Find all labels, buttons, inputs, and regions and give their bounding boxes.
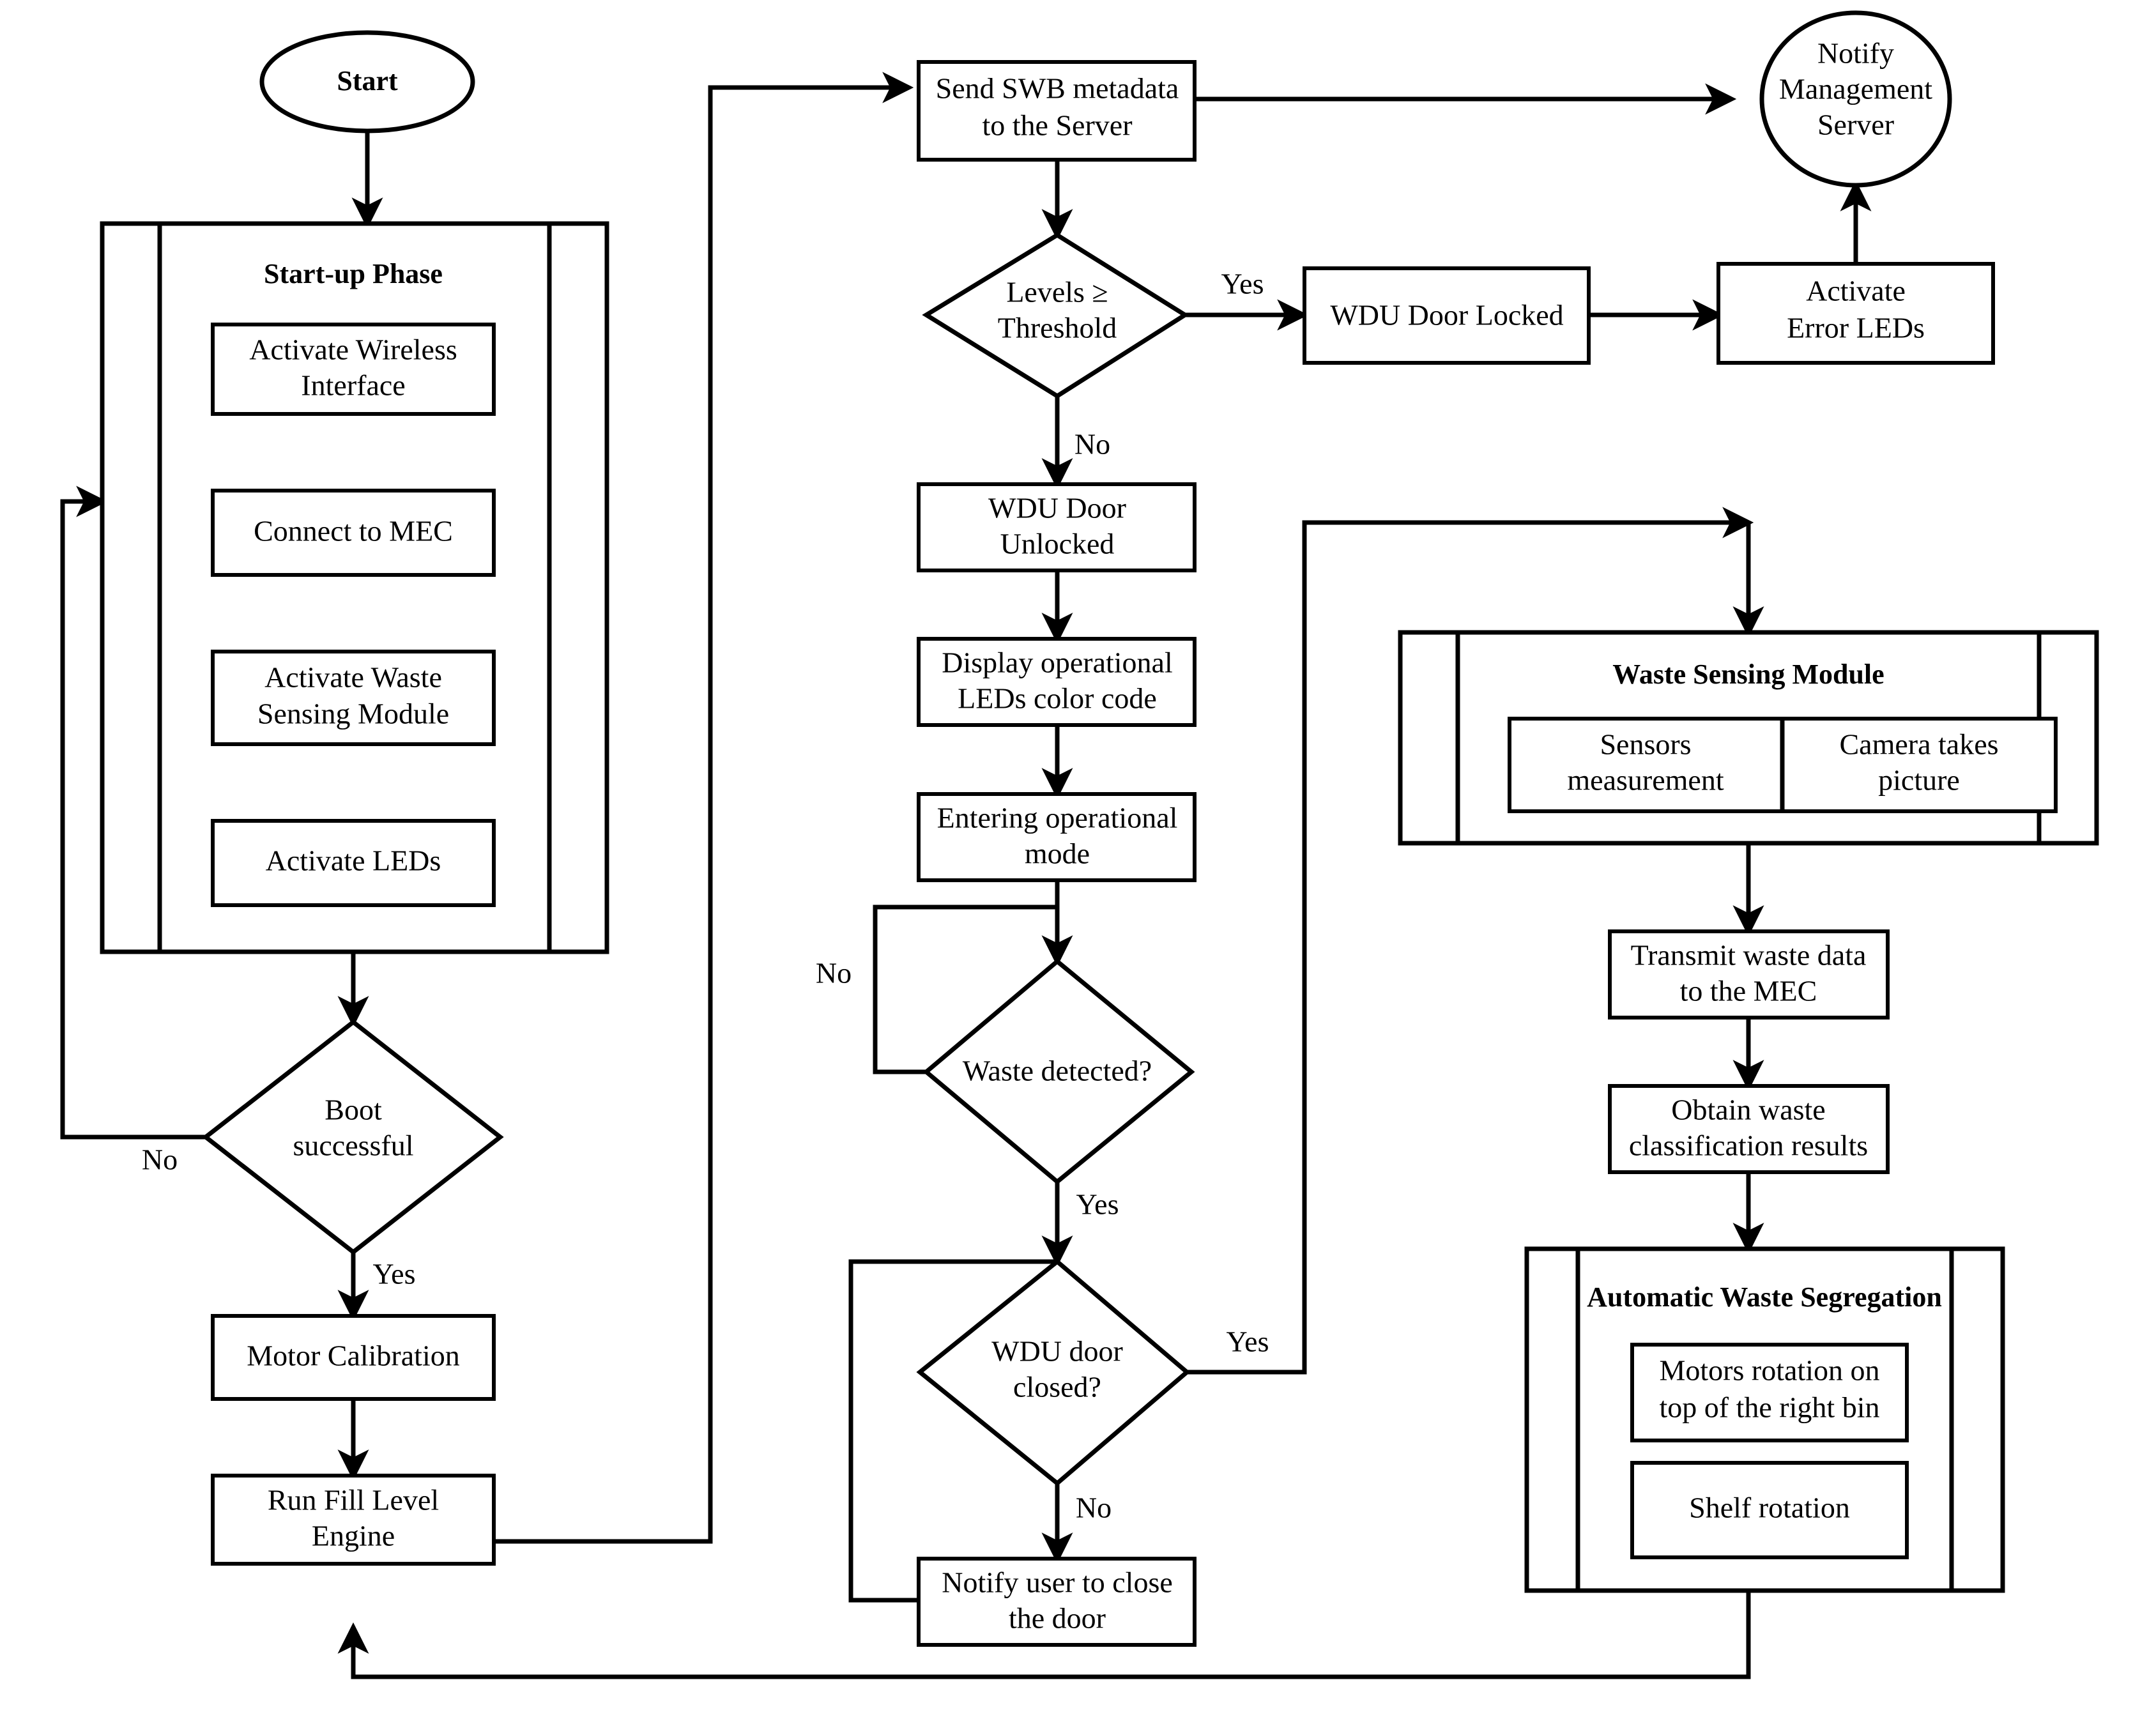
node-sensors-and-camera: Sensors measurement Camera takes picture — [1508, 717, 2058, 813]
edge-label-door-closed-no: No — [1076, 1492, 1112, 1524]
edge-boot-no-loop — [60, 485, 206, 1140]
node-notify-management-server-line1: Notify — [1817, 37, 1894, 70]
node-activate-waste-sensing-line1: Activate Waste — [264, 661, 442, 694]
edge-label-boot-no: No — [142, 1143, 178, 1176]
node-run-fill-level-engine: Run Fill Level Engine — [211, 1474, 496, 1566]
automatic-waste-segregation-title: Automatic Waste Segregation — [1587, 1281, 1942, 1313]
startup-phase-title: Start-up Phase — [264, 258, 443, 289]
node-activate-error-leds: Activate Error LEDs — [1716, 262, 1995, 365]
node-entering-operational-mode: Entering operational mode — [917, 792, 1197, 882]
node-wdu-door-unlocked-line1: WDU Door — [988, 492, 1126, 524]
node-levels-threshold: Levels ≥ Threshold — [922, 232, 1189, 399]
node-motor-calibration-label: Motor Calibration — [247, 1340, 459, 1372]
node-sensors-measurement-line2: measurement — [1567, 764, 1724, 797]
node-send-swb-metadata-line2: to the Server — [982, 109, 1132, 142]
node-levels-threshold-line1: Levels ≥ — [1006, 276, 1108, 309]
edge-fill-to-send-metadata — [495, 72, 914, 1544]
node-entering-operational-mode-line1: Entering operational — [937, 802, 1178, 834]
node-wdu-door-closed-line1: WDU door — [991, 1335, 1123, 1368]
node-motors-rotation-line2: top of the right bin — [1660, 1391, 1880, 1424]
waste-sensing-module-title: Waste Sensing Module — [1612, 659, 1884, 690]
node-run-fill-level-line2: Engine — [312, 1520, 395, 1552]
node-boot-successful: Boot successful — [202, 1019, 504, 1255]
edge-label-levels-no: No — [1074, 428, 1110, 461]
node-connect-to-mec: Connect to MEC — [211, 489, 496, 577]
edge-label-door-closed-yes: Yes — [1227, 1325, 1269, 1358]
node-notify-user-line2: the door — [1009, 1602, 1106, 1635]
node-obtain-waste-classification: Obtain waste classification results — [1608, 1084, 1890, 1174]
node-motors-rotation: Motors rotation on top of the right bin — [1630, 1343, 1909, 1442]
node-activate-waste-sensing-line2: Sensing Module — [257, 698, 449, 730]
node-display-operational-leds-line1: Display operational — [942, 646, 1173, 679]
node-shelf-rotation: Shelf rotation — [1630, 1461, 1909, 1559]
node-wdu-door-closed: WDU door closed? — [916, 1258, 1191, 1486]
node-activate-wireless-interface-line2: Interface — [301, 369, 405, 402]
edge-door-closed-yes — [1187, 507, 1754, 1375]
node-wdu-door-closed-line2: closed? — [1013, 1371, 1101, 1403]
node-motor-calibration: Motor Calibration — [211, 1314, 496, 1401]
edge-notify-user-loop — [848, 1259, 1057, 1603]
node-boot-successful-line2: successful — [293, 1129, 413, 1162]
node-notify-user-close-door: Notify user to close the door — [917, 1557, 1197, 1647]
node-wdu-door-unlocked: WDU Door Unlocked — [917, 482, 1197, 572]
edge-label-boot-yes: Yes — [373, 1258, 416, 1290]
node-wdu-door-unlocked-line2: Unlocked — [1000, 528, 1115, 560]
node-camera-takes-picture-line2: picture — [1878, 764, 1960, 797]
node-camera-takes-picture-line1: Camera takes — [1839, 728, 1998, 761]
node-notify-management-server-line3: Server — [1817, 109, 1894, 141]
node-boot-successful-line1: Boot — [325, 1094, 382, 1126]
node-waste-detected-label: Waste detected? — [963, 1055, 1152, 1087]
node-shelf-rotation-label: Shelf rotation — [1689, 1492, 1850, 1524]
node-obtain-waste-classification-line1: Obtain waste — [1671, 1094, 1825, 1126]
node-obtain-waste-classification-line2: classification results — [1629, 1129, 1868, 1162]
edge-segregation-back-to-fill — [337, 1591, 1751, 1679]
node-activate-leds: Activate LEDs — [211, 819, 496, 907]
node-entering-operational-mode-line2: mode — [1025, 837, 1090, 870]
node-transmit-waste-data: Transmit waste data to the MEC — [1608, 929, 1890, 1020]
node-start-label: Start — [337, 65, 398, 96]
node-run-fill-level-line1: Run Fill Level — [268, 1484, 439, 1516]
node-activate-error-leds-line1: Activate — [1806, 275, 1906, 307]
edge-waste-no-loop — [873, 905, 1057, 1074]
node-activate-wireless-interface: Activate Wireless Interface — [211, 323, 496, 416]
node-connect-to-mec-label: Connect to MEC — [254, 515, 453, 547]
node-transmit-waste-data-line2: to the MEC — [1680, 975, 1817, 1007]
node-display-operational-leds-line2: LEDs color code — [958, 682, 1157, 715]
node-send-swb-metadata: Send SWB metadata to the Server — [917, 60, 1197, 162]
node-send-swb-metadata-line1: Send SWB metadata — [936, 72, 1179, 105]
node-notify-management-server: Notify Management Server — [1759, 10, 1952, 188]
node-transmit-waste-data-line1: Transmit waste data — [1631, 939, 1867, 972]
edge-label-waste-yes: Yes — [1076, 1188, 1119, 1221]
node-activate-wireless-interface-line1: Activate Wireless — [249, 333, 457, 366]
node-wdu-door-locked: WDU Door Locked — [1303, 266, 1591, 365]
node-activate-leds-label: Activate LEDs — [266, 844, 441, 877]
edge-label-waste-no: No — [816, 957, 852, 989]
node-motors-rotation-line1: Motors rotation on — [1660, 1354, 1880, 1387]
node-sensors-measurement-line1: Sensors — [1600, 728, 1691, 761]
node-notify-management-server-line2: Management — [1779, 73, 1932, 105]
node-levels-threshold-line2: Threshold — [998, 312, 1117, 344]
node-start: Start — [259, 30, 475, 134]
node-notify-user-line1: Notify user to close — [942, 1566, 1173, 1599]
node-wdu-door-locked-label: WDU Door Locked — [1330, 299, 1563, 332]
node-display-operational-leds: Display operational LEDs color code — [917, 637, 1197, 727]
edge-label-levels-yes: Yes — [1221, 268, 1264, 300]
node-activate-waste-sensing-module: Activate Waste Sensing Module — [211, 650, 496, 746]
node-waste-detected: Waste detected? — [922, 958, 1195, 1185]
node-activate-error-leds-line2: Error LEDs — [1787, 312, 1925, 344]
